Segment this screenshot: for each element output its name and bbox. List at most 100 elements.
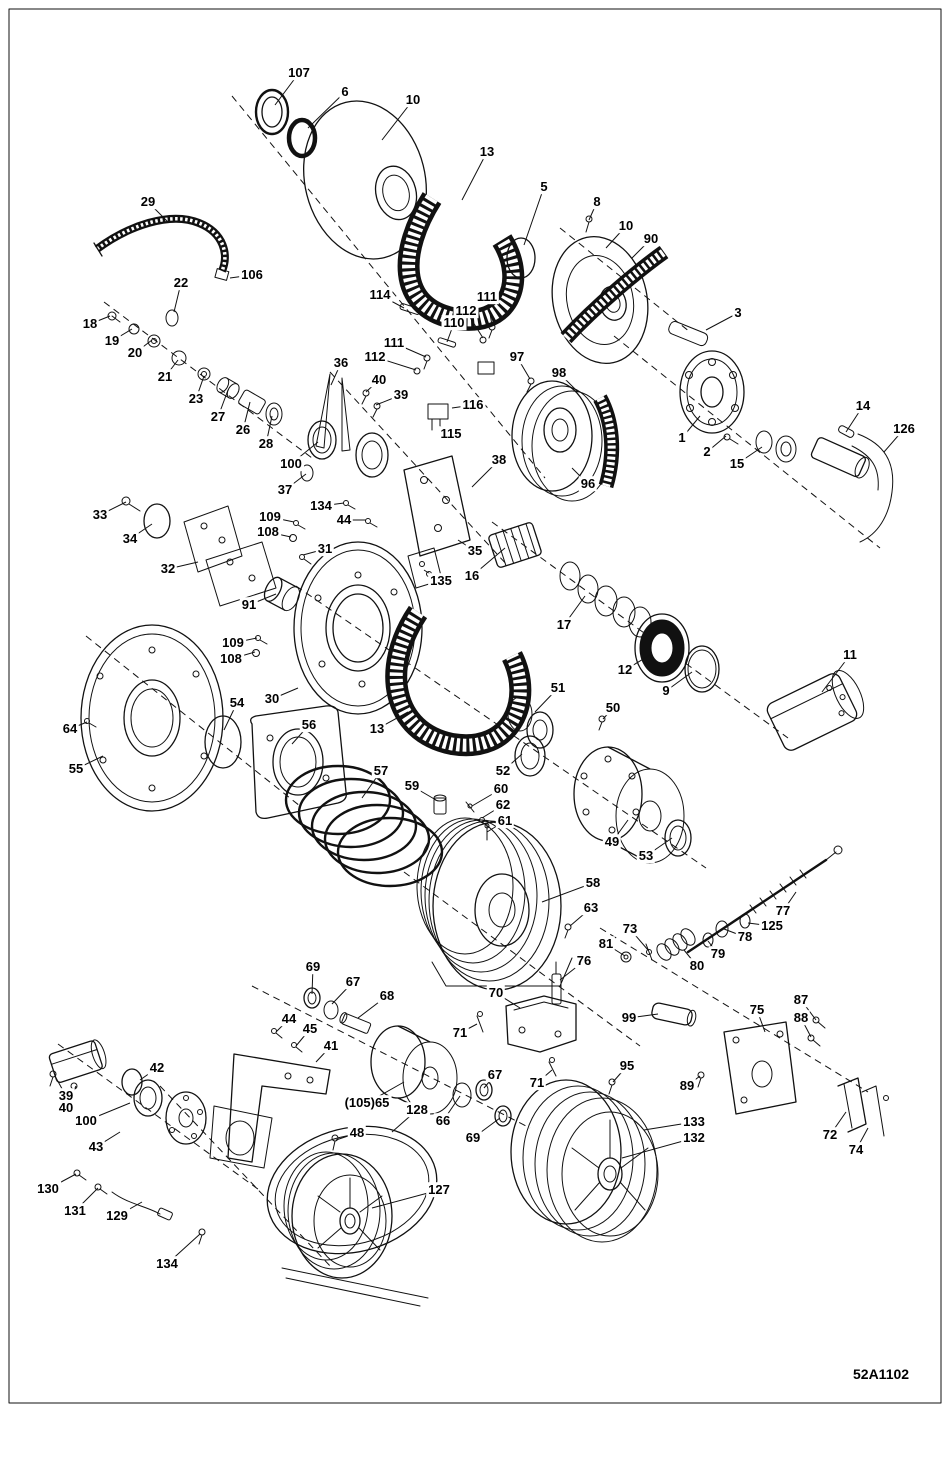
seal-12-ring-9 (634, 613, 720, 693)
part-callout-125: 125 (759, 918, 785, 934)
part-callout-41: 41 (321, 1038, 341, 1054)
hardware-chain-18-28 (107, 309, 283, 426)
spring-57 (284, 764, 444, 888)
part-callout-40: 40 (369, 372, 389, 388)
pulley-96-belt-98 (511, 380, 620, 502)
part-callout-79: 79 (708, 946, 728, 962)
part-callout-5: 5 (538, 179, 550, 195)
part-callout-88: 88 (791, 1010, 811, 1026)
part-callout-16: 16 (462, 568, 482, 584)
part-callout-100: 100 (278, 456, 304, 472)
part-callout-72: 72 (820, 1127, 840, 1143)
snap-rings-17 (559, 561, 652, 638)
rod-77-spring-80 (620, 845, 843, 963)
bolts-110-116 (399, 303, 535, 431)
part-callout-12: 12 (615, 662, 635, 678)
part-callout-1: 1 (676, 430, 688, 446)
part-callout-15: 15 (727, 456, 747, 472)
part-callout-71: 71 (527, 1075, 547, 1091)
part-callout-13: 13 (477, 144, 497, 160)
part-callout-97: 97 (507, 349, 527, 365)
part-callout-96: 96 (578, 476, 598, 492)
part-callout-131: 131 (62, 1203, 88, 1219)
part-callout-100: 100 (73, 1113, 99, 1129)
part-callout-31: 31 (315, 541, 335, 557)
part-callout-67: 67 (485, 1067, 505, 1083)
part-callout-64: 64 (60, 721, 80, 737)
part-callout-2: 2 (701, 444, 713, 460)
spindles-36-rings-100 (300, 373, 389, 482)
part-callout-134: 134 (154, 1256, 180, 1272)
spacer-91 (263, 576, 301, 612)
part-callout-23: 23 (186, 391, 206, 407)
bracket-41 (209, 1053, 331, 1169)
part-callout-135: 135 (428, 573, 454, 589)
part-callout-129: 129 (104, 1208, 130, 1224)
part-callout-112: 112 (453, 303, 479, 319)
part-callout-99: 99 (619, 1010, 639, 1026)
part-callout-108: 108 (255, 524, 281, 540)
part-callout-53: 53 (636, 848, 656, 864)
part-callout-111: 111 (381, 335, 407, 351)
part-callout-74: 74 (846, 1142, 866, 1158)
part-callout-17: 17 (554, 617, 574, 633)
grooved-pulley-132-133 (510, 1079, 659, 1243)
drive-disc-10-upper (302, 100, 428, 260)
part-callout-60: 60 (491, 781, 511, 797)
plates-32-34 (121, 496, 277, 607)
part-callout-13: 13 (367, 721, 387, 737)
part-callout-45: 45 (300, 1021, 320, 1037)
part-callout-89: 89 (677, 1078, 697, 1094)
part-callout-52: 52 (493, 763, 513, 779)
part-callout-38: 38 (489, 452, 509, 468)
splined-coupling-16 (488, 522, 542, 568)
hose-29 (93, 214, 230, 281)
part-callout-62: 62 (493, 797, 513, 813)
part-callout-67: 67 (343, 974, 363, 990)
part-callout-69: 69 (463, 1130, 483, 1146)
part-callout-90: 90 (641, 231, 661, 247)
part-callout-128: 128 (404, 1102, 430, 1118)
part-callout-127: 127 (426, 1182, 452, 1198)
part-callout-18: 18 (80, 316, 100, 332)
part-callout-77: 77 (773, 903, 793, 919)
part-callout-11: 11 (841, 647, 859, 663)
part-callout-36: 36 (331, 355, 351, 371)
part-callout-132: 132 (681, 1130, 707, 1146)
part-callout-42: 42 (147, 1060, 167, 1076)
part-callout-134: 134 (308, 498, 334, 514)
part-callout-81: 81 (596, 936, 616, 952)
part-callout-58: 58 (583, 875, 603, 891)
part-callout-50: 50 (603, 700, 623, 716)
part-callout-40: 40 (56, 1100, 76, 1116)
part-callout-56: 56 (299, 717, 319, 733)
part-callout-21: 21 (155, 369, 175, 385)
part-callout-95: 95 (617, 1058, 637, 1074)
part-callout-(105)65: (105)65 (342, 1095, 392, 1111)
part-callout-55: 55 (66, 761, 86, 777)
part-callout-107: 107 (286, 65, 312, 81)
o-rings-107-6 (254, 88, 318, 159)
part-callout-126: 126 (891, 421, 917, 437)
part-callout-26: 26 (233, 422, 253, 438)
part-callout-63: 63 (581, 900, 601, 916)
part-callout-34: 34 (120, 531, 140, 547)
part-callout-8: 8 (591, 194, 603, 210)
pulley-10-right (551, 235, 669, 365)
part-callout-114: 114 (367, 287, 393, 303)
part-callout-66: 66 (433, 1113, 453, 1129)
part-callout-3: 3 (732, 305, 744, 321)
part-callout-10: 10 (403, 92, 423, 108)
roller-65-rings (331, 1025, 557, 1151)
part-callout-20: 20 (125, 345, 145, 361)
part-callout-33: 33 (90, 507, 110, 523)
part-callout-19: 19 (102, 333, 122, 349)
pin-76-channel-70 (505, 961, 577, 1053)
part-callout-133: 133 (681, 1114, 707, 1130)
small-bolts-mid (289, 500, 378, 565)
grooved-pulley-127 (281, 1151, 429, 1307)
construction-lines (57, 95, 881, 1269)
part-callout-78: 78 (735, 929, 755, 945)
